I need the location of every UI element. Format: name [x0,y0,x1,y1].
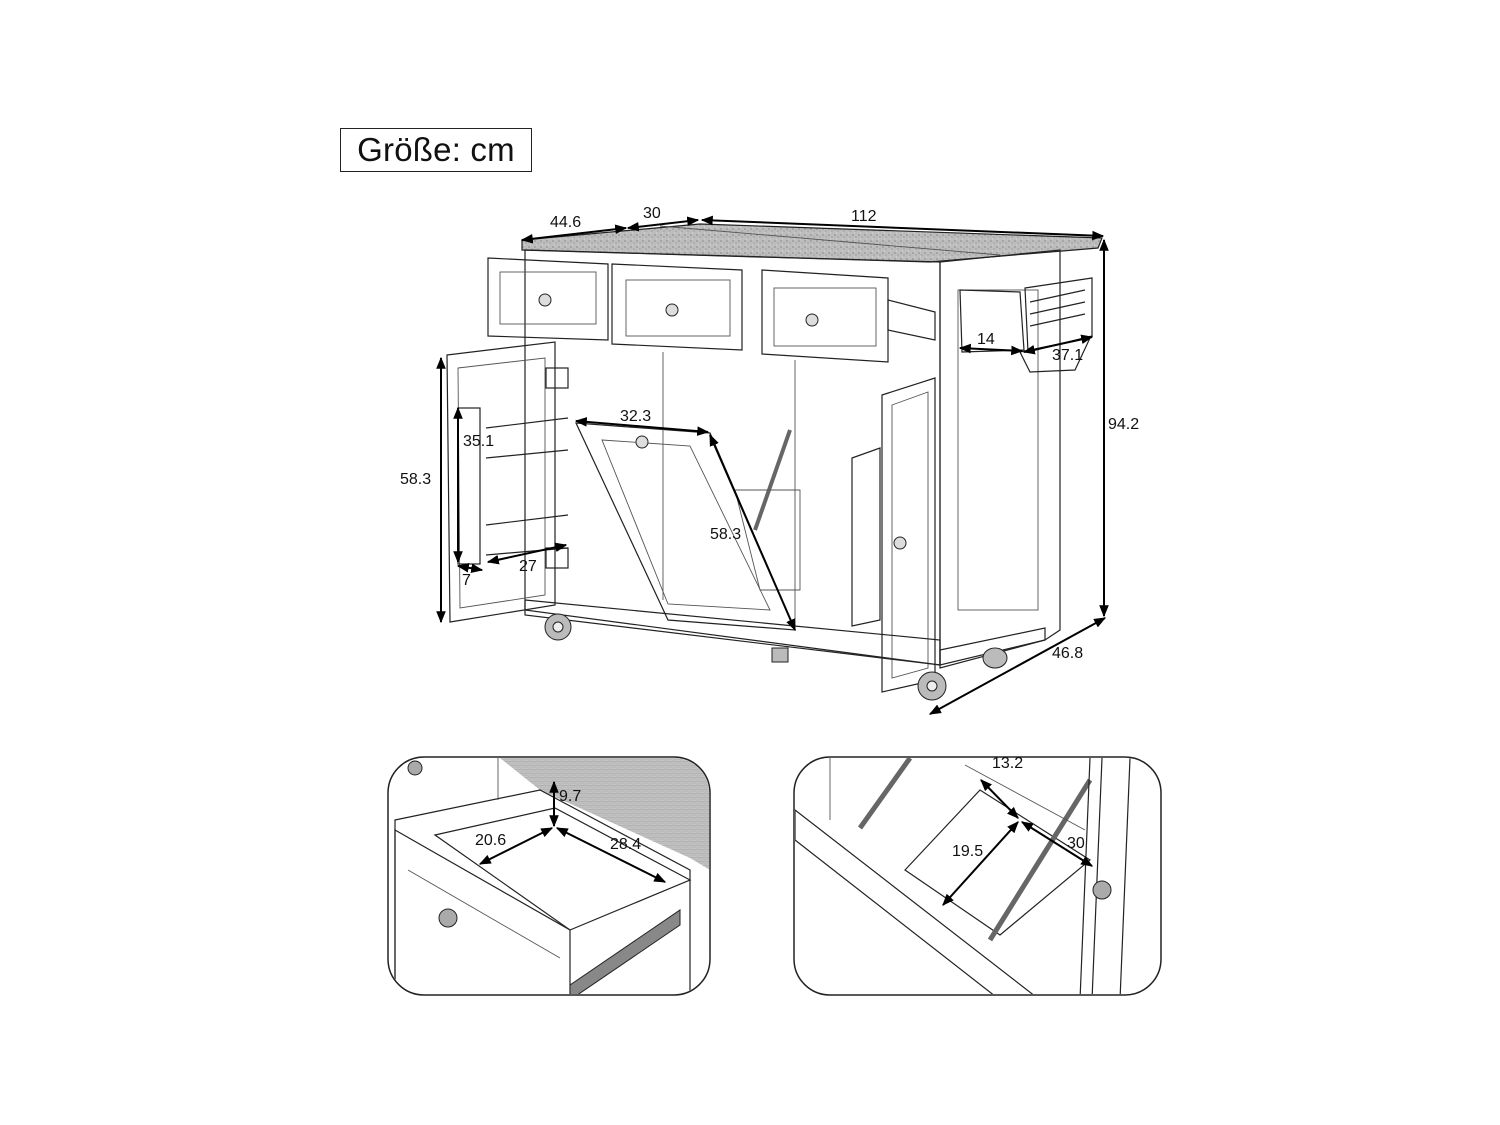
dim-bin-top: 13.2 [992,755,1023,772]
knob-icon [438,908,458,928]
dim-door-rack-width: 27 [519,558,537,575]
dim-top-left-depth: 44.6 [550,214,581,231]
knob-icon [635,435,649,449]
knob-icon [1092,880,1112,900]
detail-drawer-inset: 9.7 20.6 28.4 [387,756,711,996]
drawer-middle [611,263,743,351]
dim-rack-width: 37.1 [1052,347,1083,364]
dim-drawer-depth: 28.4 [610,836,641,853]
dim-bin-width: 32.3 [620,408,651,425]
detail-bin-inset: 13.2 19.5 30 [793,755,1162,996]
dim-height-total: 94.2 [1108,416,1139,433]
knob-icon [805,313,819,327]
drawer-left [487,257,609,341]
dim-bin-inner-width: 19.5 [952,843,983,860]
dim-rack-depth: 14 [977,331,995,348]
drawer-right [761,269,936,363]
dim-top-middle: 30 [643,205,661,222]
knob-icon [665,303,679,317]
dim-door-height: 58.3 [400,471,431,488]
size-unit-label: Größe: cm [340,128,532,172]
dim-drawer-height: 9.7 [559,788,581,805]
dim-door-rack-height: 35.1 [463,433,494,450]
main-island-view: 44.6 30 112 94.2 46.8 14 37.1 58.3 35.1 … [400,205,1139,715]
dim-depth-bottom: 46.8 [1052,645,1083,662]
dim-bin-height: 58.3 [710,526,741,543]
knob-icon [538,293,552,307]
gas-strut [857,758,913,830]
dim-drawer-width: 20.6 [475,832,506,849]
dim-bin-depth: 30 [1067,835,1085,852]
dim-top-width: 112 [851,208,877,225]
dim-door-rack-depth: 7 [462,572,471,589]
tilt-out-bin-door [575,422,801,631]
knob-icon [893,536,907,550]
caster-wheels [544,613,1008,701]
gas-strut [753,429,792,531]
